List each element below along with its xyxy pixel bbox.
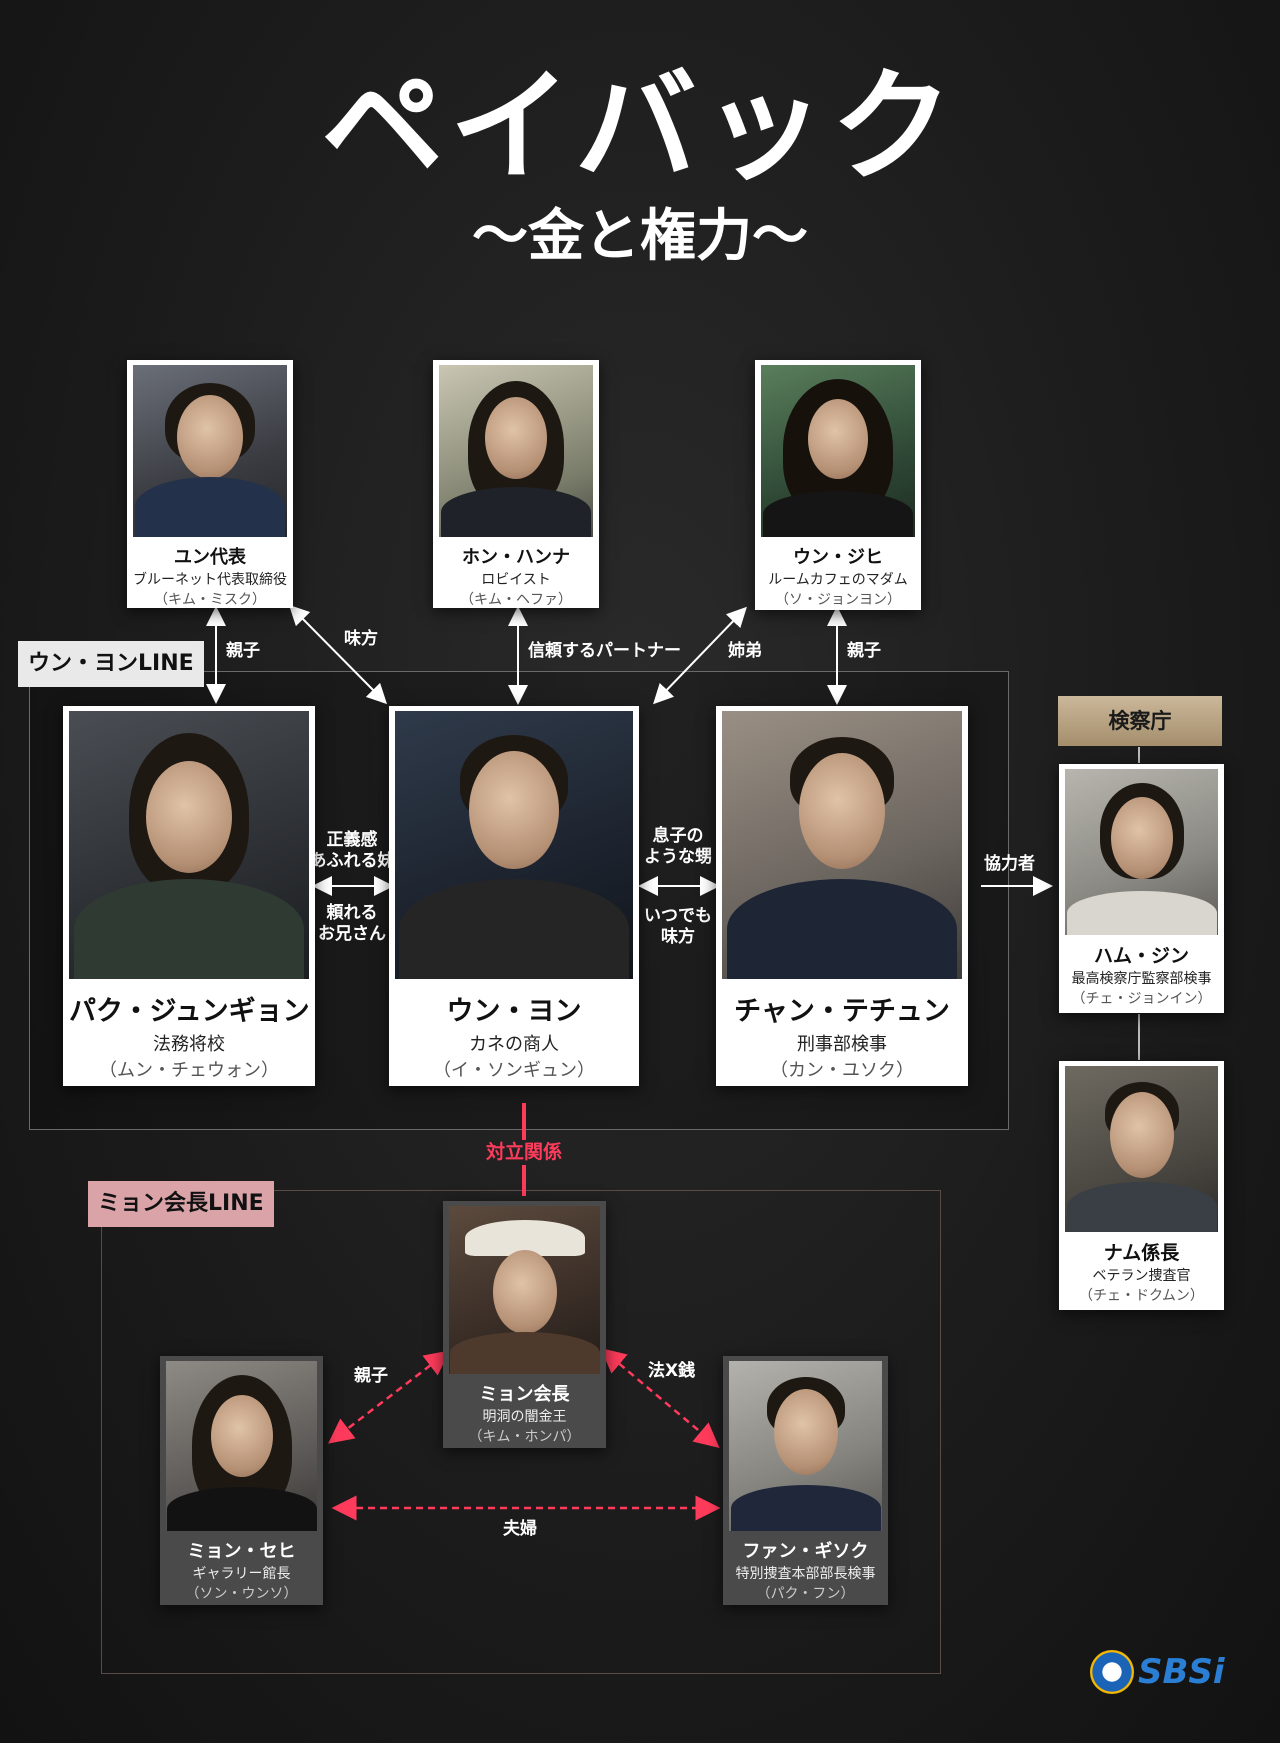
myon-line-label: ミョン会長LINE (88, 1181, 274, 1227)
character-role: ベテラン捜査官 (1092, 1268, 1191, 1284)
character-card-ham[interactable]: ハム・ジン 最高検察庁監察部検事 （チェ・ジョンイン） (1059, 764, 1224, 1013)
character-role: 明洞の闇金王 (482, 1409, 567, 1425)
rel-park-unyon-4: お兄さん (318, 924, 386, 944)
character-name: ユン代表 (174, 547, 246, 568)
character-card-chan[interactable]: チャン・テチュン 刑事部検事 （カン・ユソク） (716, 706, 968, 1086)
portrait-photo (449, 1206, 600, 1374)
character-name: ミョン会長 (479, 1384, 570, 1405)
character-name: チャン・テチュン (734, 996, 950, 1027)
prosecutors-badge: 検察庁 (1058, 696, 1222, 746)
actor-name: （チェ・ジョンイン） (1071, 991, 1212, 1007)
character-card-myon[interactable]: ミョン会長 明洞の闇金王 （キム・ホンパ） (443, 1201, 606, 1448)
actor-name: （カン・ユソク） (770, 1060, 914, 1081)
character-name: ハム・ジン (1093, 945, 1189, 967)
actor-name: （チェ・ドクムン） (1079, 1288, 1204, 1304)
rel-chan-prosecutors: 協力者 (984, 854, 1035, 874)
rel-park-unyon-2: あふれる妹 (309, 851, 395, 871)
page-title: ペイバック (321, 56, 959, 198)
character-name: パク・ジュンギョン (69, 996, 310, 1027)
rel-park-unyon-1: 正義感 (326, 830, 378, 850)
rel-myon-fan: 法X銭 (648, 1361, 696, 1381)
character-card-unyon[interactable]: ウン・ヨン カネの商人 （イ・ソンギュン） (389, 706, 639, 1086)
portrait-photo (761, 365, 915, 537)
portrait-photo (1065, 769, 1218, 935)
rel-conflict: 対立関係 (485, 1141, 562, 1163)
portrait-photo (69, 711, 309, 979)
character-card-sehi[interactable]: ミョン・セヒ ギャラリー館長 （ソン・ウンソ） (160, 1356, 323, 1605)
portrait-photo (439, 365, 593, 537)
rel-yun-park: 親子 (226, 641, 260, 661)
character-role: 法務将校 (153, 1034, 225, 1055)
page-subtitle: 〜金と権力〜 (472, 204, 808, 269)
myon-line-group (101, 1190, 941, 1674)
actor-name: （キム・ヘファ） (460, 592, 572, 608)
rel-sehi-fan: 夫婦 (503, 1519, 537, 1539)
actor-name: （ソン・ウンソ） (185, 1586, 298, 1602)
actor-name: （キム・ホンパ） (468, 1429, 581, 1445)
actor-name: （ソ・ジョンヨン） (775, 592, 901, 608)
rel-hong-unyon: 信頼するパートナー (528, 641, 681, 661)
character-role: 特別捜査本部部長検事 (735, 1566, 876, 1582)
character-name: ファン・ギソク (742, 1541, 869, 1562)
character-card-yun[interactable]: ユン代表 ブルーネット代表取締役 （キム・ミスク） (127, 360, 293, 608)
character-role: ルームカフェのマダム (768, 572, 908, 588)
rel-unyon-chan-4: 味方 (661, 927, 695, 947)
character-name: ホン・ハンナ (462, 547, 570, 568)
character-card-hong[interactable]: ホン・ハンナ ロビイスト （キム・ヘファ） (433, 360, 599, 608)
rel-unyon-chan-1: 息子の (652, 826, 704, 846)
rel-unyon-chan-2: ような甥 (644, 847, 712, 867)
character-card-nam[interactable]: ナム係長 ベテラン捜査官 （チェ・ドクムン） (1059, 1061, 1224, 1310)
character-card-unjihi[interactable]: ウン・ジヒ ルームカフェのマダム （ソ・ジョンヨン） (755, 360, 921, 610)
portrait-photo (133, 365, 287, 537)
portrait-photo (1065, 1066, 1218, 1232)
character-role: ギャラリー館長 (192, 1566, 291, 1582)
sbsi-logo-icon (1090, 1650, 1134, 1694)
character-role: 刑事部検事 (797, 1034, 887, 1055)
actor-name: （パク・フン） (756, 1586, 855, 1602)
rel-unjihi-chan: 親子 (847, 641, 881, 661)
sbsi-logo: SBSi (1090, 1650, 1225, 1694)
character-card-fan[interactable]: ファン・ギソク 特別捜査本部部長検事 （パク・フン） (723, 1356, 888, 1605)
actor-name: （キム・ミスク） (154, 592, 266, 608)
character-name: ミョン・セヒ (187, 1541, 296, 1562)
character-role: ブルーネット代表取締役 (133, 572, 287, 588)
character-role: カネの商人 (469, 1034, 559, 1055)
character-role: ロビイスト (481, 572, 551, 588)
rel-unyon-chan-3: いつでも (644, 906, 712, 926)
actor-name: （ムン・チェウォン） (99, 1060, 279, 1081)
ung-line-label: ウン・ヨンLINE (18, 641, 204, 687)
rel-yun-unyon: 味方 (344, 629, 378, 649)
portrait-photo (722, 711, 962, 979)
rel-myon-sehi: 親子 (354, 1366, 388, 1386)
portrait-photo (729, 1361, 882, 1531)
portrait-photo (166, 1361, 317, 1531)
sbsi-logo-text: SBSi (1138, 1652, 1225, 1692)
portrait-photo (395, 711, 633, 979)
rel-park-unyon-3: 頼れる (326, 903, 378, 923)
character-name: ウン・ジヒ (793, 547, 883, 568)
actor-name: （イ・ソンギュン） (433, 1060, 595, 1081)
character-card-park[interactable]: パク・ジュンギョン 法務将校 （ムン・チェウォン） (63, 706, 315, 1086)
character-name: ウン・ヨン (446, 996, 582, 1027)
character-name: ナム係長 (1103, 1242, 1180, 1264)
rel-unjihi-unyon: 姉弟 (728, 641, 762, 661)
character-role: 最高検察庁監察部検事 (1071, 971, 1212, 987)
